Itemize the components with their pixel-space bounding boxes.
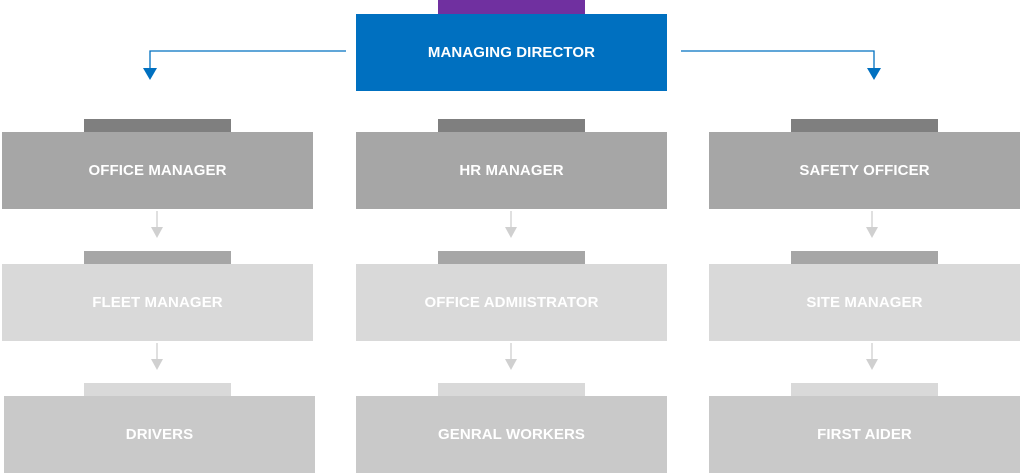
managing-director-label: MANAGING DIRECTOR — [427, 44, 596, 61]
office-manager-box: OFFICE MANAGER — [2, 132, 313, 209]
fleet-manager-label: FLEET MANAGER — [92, 294, 223, 311]
arrowhead-c2-l3 — [505, 359, 517, 370]
connector-md-right — [681, 50, 875, 70]
office-administrator-label: OFFICE ADMIISTRATOR — [424, 294, 599, 311]
hr-manager-label: HR MANAGER — [459, 162, 564, 179]
site-manager-box: SITE MANAGER — [709, 264, 1020, 341]
safety-officer-box: SAFETY OFFICER — [709, 132, 1020, 209]
arrowhead-c1-l3 — [151, 359, 163, 370]
first-aider-tab — [791, 383, 938, 396]
office-manager-tab — [84, 119, 231, 132]
general-workers-box: GENRAL WORKERS — [356, 396, 667, 473]
managing-director-box: MANAGING DIRECTOR — [356, 14, 667, 91]
arrowhead-c3-l3 — [866, 359, 878, 370]
managing-director-tab — [438, 0, 585, 14]
safety-officer-tab — [791, 119, 938, 132]
connector-md-left — [149, 50, 346, 70]
arrowhead-c1-l2 — [151, 227, 163, 238]
first-aider-box: FIRST AIDER — [709, 396, 1020, 473]
fleet-manager-box: FLEET MANAGER — [2, 264, 313, 341]
hr-manager-tab — [438, 119, 585, 132]
fleet-manager-tab — [84, 251, 231, 264]
office-administrator-tab — [438, 251, 585, 264]
site-manager-tab — [791, 251, 938, 264]
general-workers-tab — [438, 383, 585, 396]
safety-officer-label: SAFETY OFFICER — [799, 162, 930, 179]
hr-manager-box: HR MANAGER — [356, 132, 667, 209]
site-manager-label: SITE MANAGER — [806, 294, 923, 311]
arrowhead-md-right — [867, 68, 881, 80]
office-manager-label: OFFICE MANAGER — [88, 162, 227, 179]
first-aider-label: FIRST AIDER — [817, 426, 912, 443]
arrowhead-c3-l2 — [866, 227, 878, 238]
drivers-box: DRIVERS — [4, 396, 315, 473]
arrowhead-c2-l2 — [505, 227, 517, 238]
drivers-label: DRIVERS — [125, 426, 194, 443]
office-administrator-box: OFFICE ADMIISTRATOR — [356, 264, 667, 341]
general-workers-label: GENRAL WORKERS — [438, 426, 585, 443]
drivers-tab — [84, 383, 231, 396]
arrowhead-md-left — [143, 68, 157, 80]
